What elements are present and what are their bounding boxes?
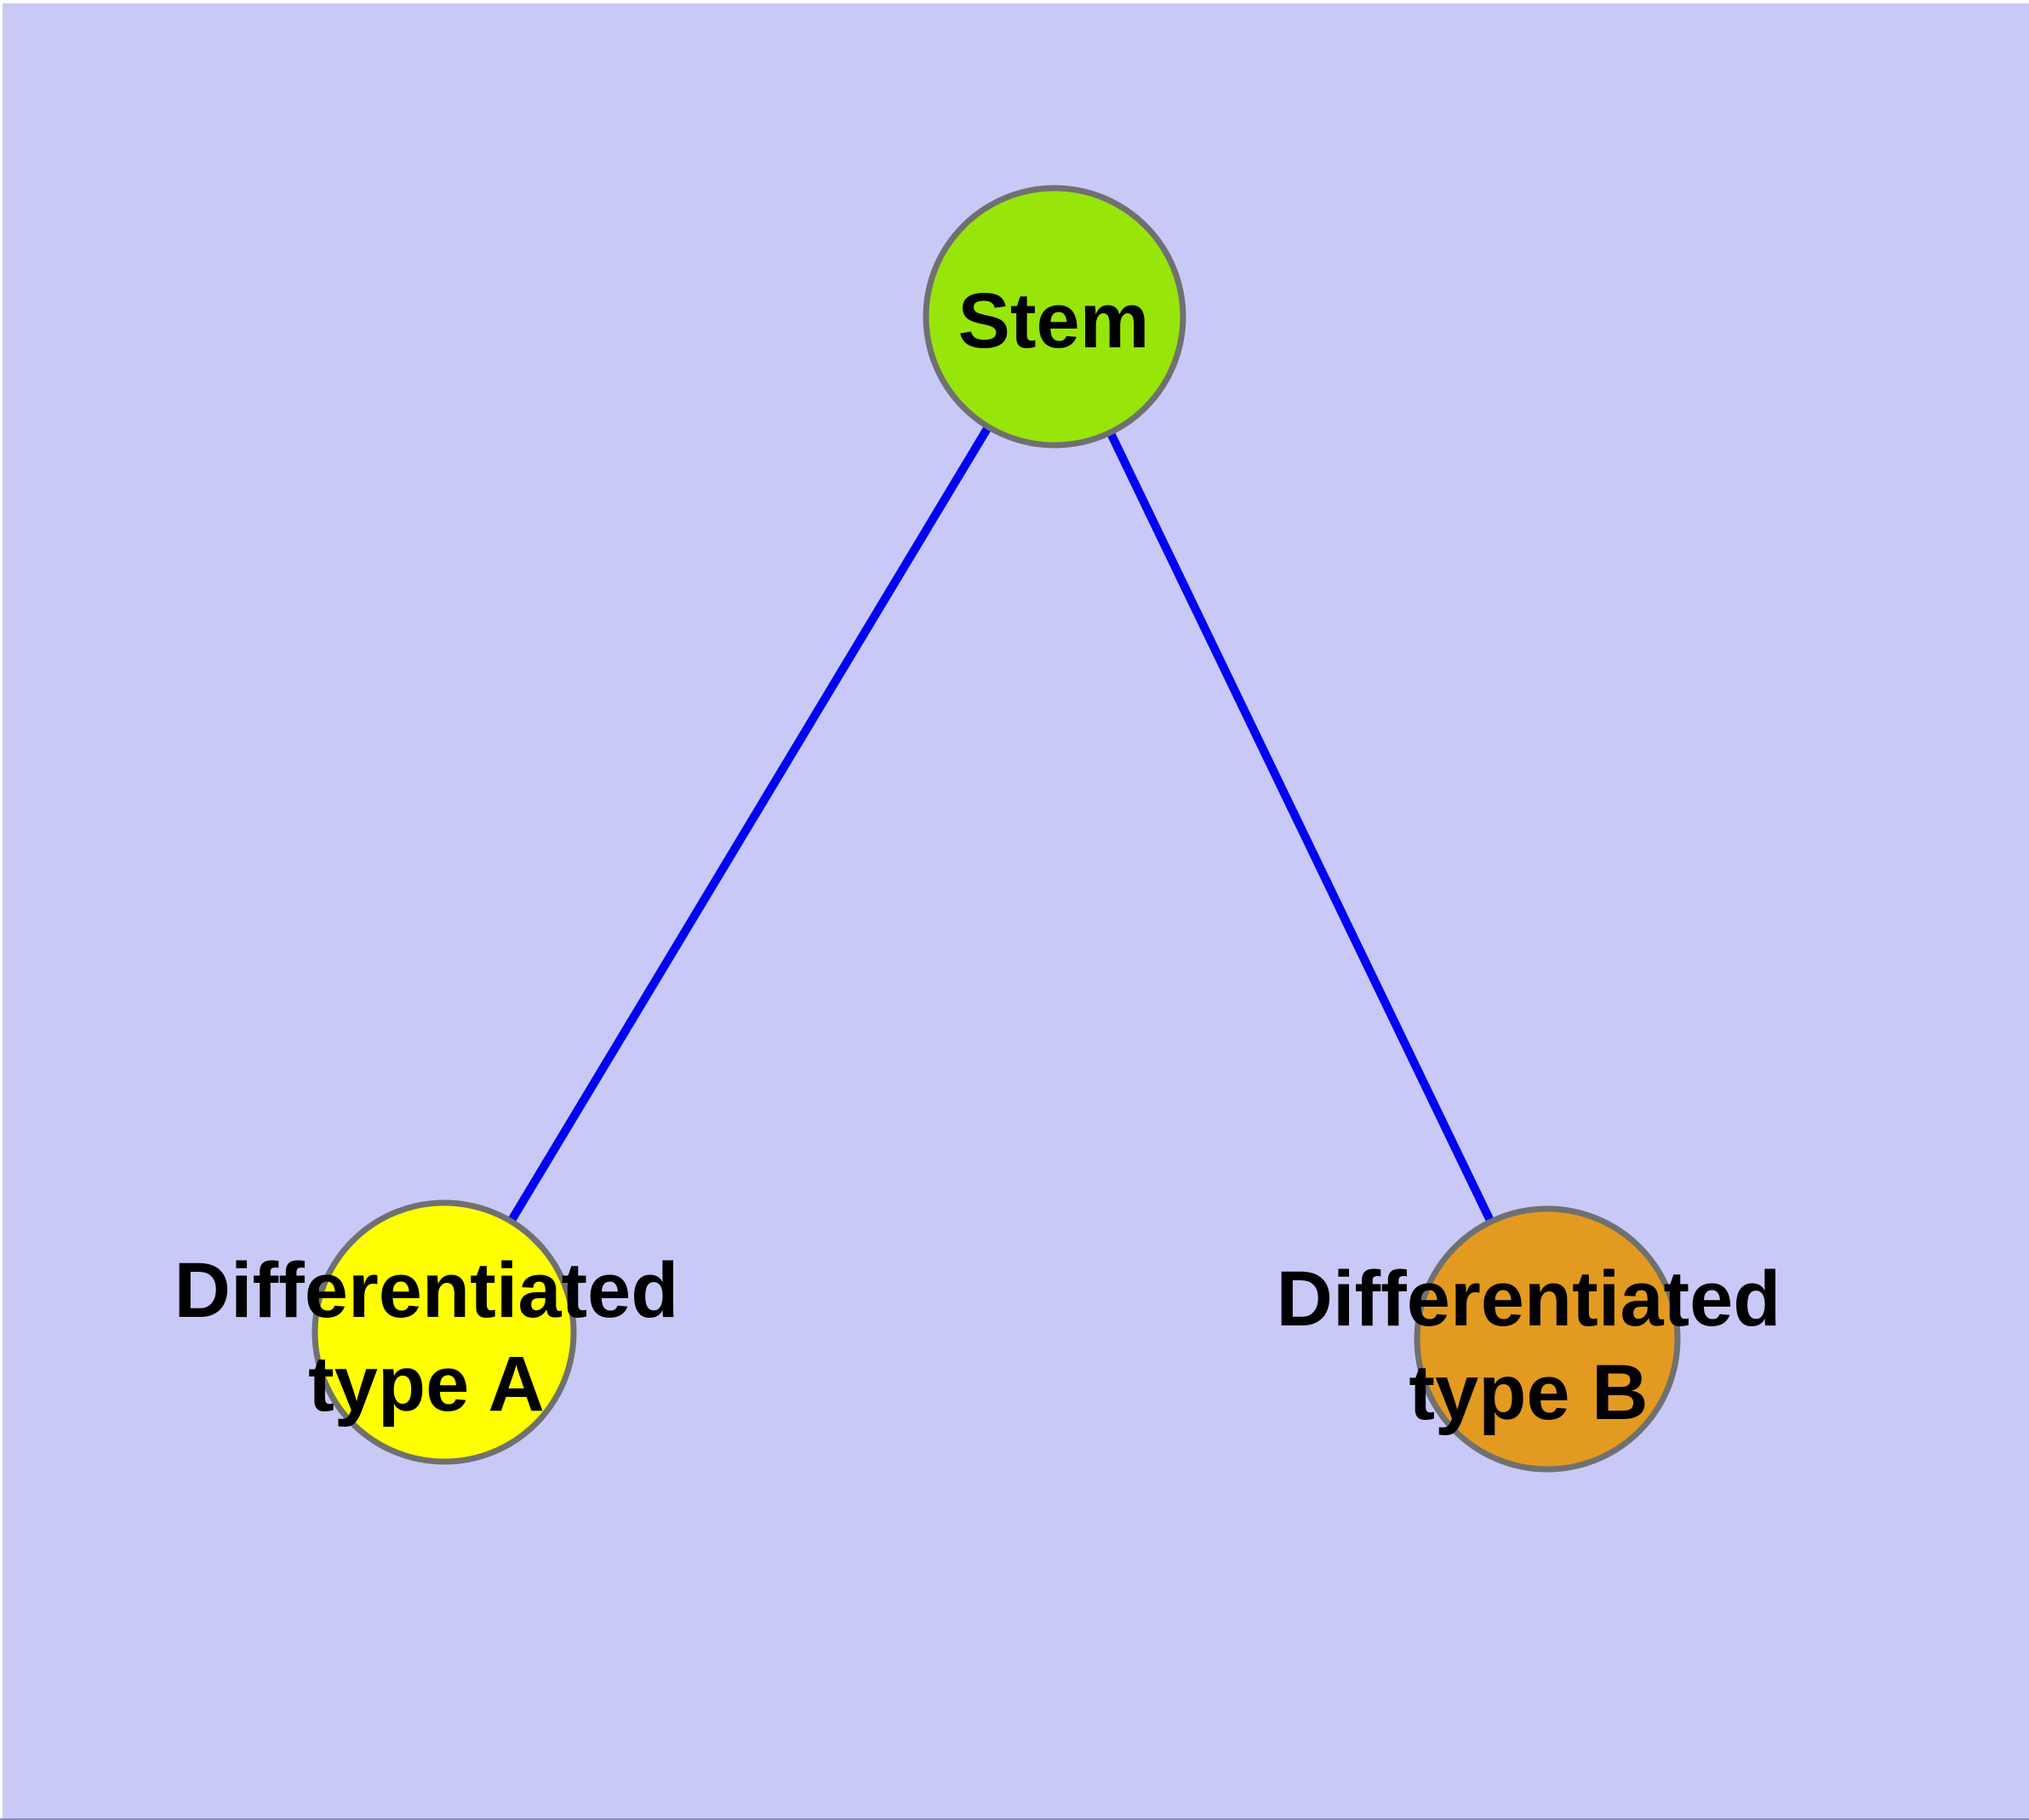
stem-node-label: Stem: [958, 278, 1150, 364]
edge-stem-to-type-a: [440, 312, 1059, 1336]
stem-node: [923, 185, 1186, 449]
type-b-node: [1414, 1205, 1681, 1473]
edge-stem-to-type-b: [1050, 312, 1552, 1343]
type-b-node-label-line1: Differentiated: [1277, 1256, 1781, 1342]
type-a-node-label-line1: Differentiated: [174, 1247, 679, 1334]
type-a-node-label-line2: type A: [308, 1341, 545, 1428]
type-a-node: [311, 1199, 577, 1465]
bottom-edge-strip: [0, 1818, 2029, 1820]
left-margin-strip: [0, 0, 3, 1820]
top-margin-strip: [0, 0, 2029, 3]
type-b-node-label-line2: type B: [1409, 1349, 1648, 1436]
